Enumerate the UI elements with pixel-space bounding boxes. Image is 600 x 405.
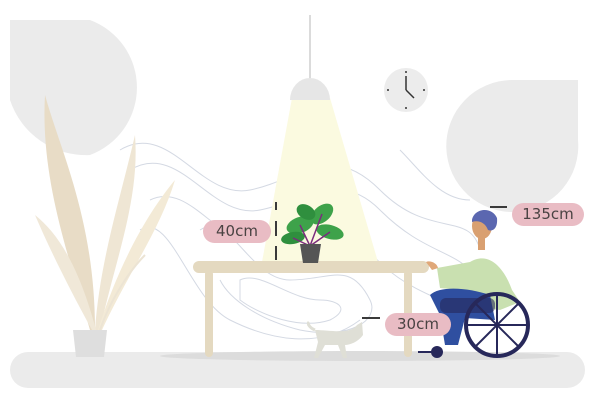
table <box>193 261 429 357</box>
knee-clearance-label: 30cm <box>385 313 451 336</box>
clock-icon <box>384 68 428 112</box>
floor-shadow <box>160 351 560 361</box>
cat <box>306 320 363 358</box>
measure-ticks <box>275 202 507 319</box>
background-blob-left <box>10 20 137 156</box>
plant-clearance-label: 40cm <box>203 220 271 243</box>
plant-pot <box>73 330 107 357</box>
table-plant <box>281 203 344 263</box>
light-beam <box>262 98 378 262</box>
background-blob-right <box>446 80 579 212</box>
floor-plant <box>35 95 175 357</box>
lamp-shade-icon <box>290 78 330 100</box>
plant-pot <box>300 244 321 263</box>
eye-height-label: 135cm <box>512 203 584 226</box>
floor <box>10 352 585 388</box>
